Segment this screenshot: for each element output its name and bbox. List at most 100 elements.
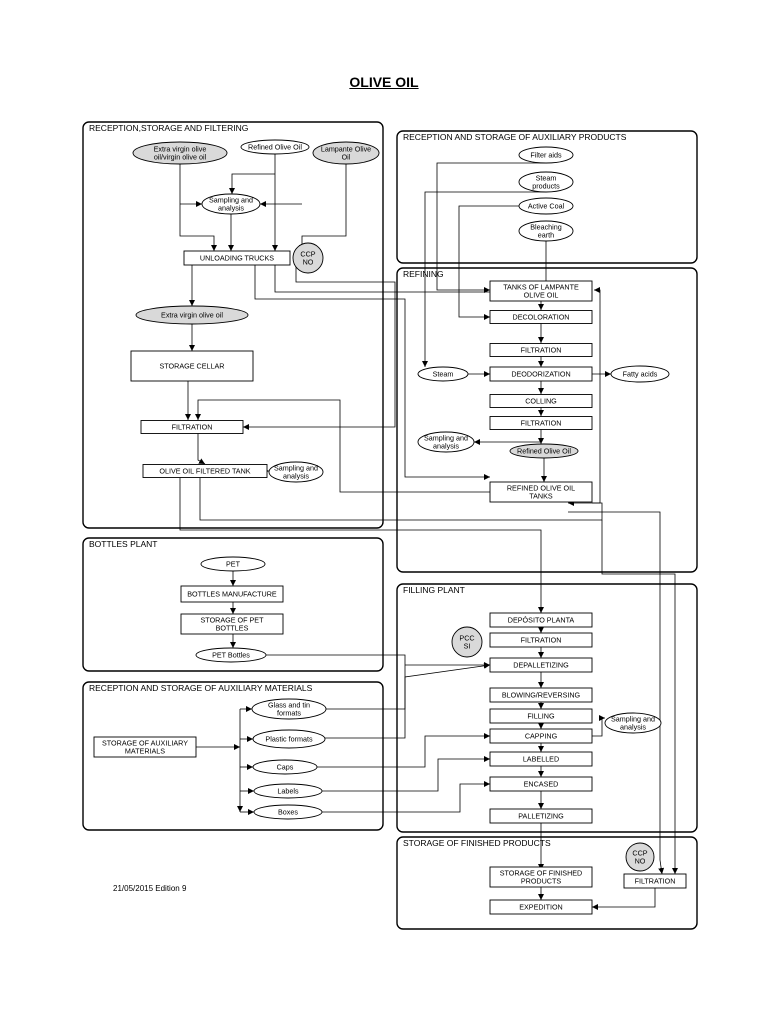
material-ellipse: [132, 141, 228, 165]
node-label: TANKS OF LAMPANTE: [503, 282, 579, 291]
section-label: FILLING PLANT: [403, 585, 465, 595]
node-capping: CAPPING: [489, 728, 593, 744]
connector-arrow: [195, 399, 490, 493]
page-title: OLIVE OIL: [349, 74, 419, 90]
node-label: PCC: [459, 633, 474, 642]
connector-arrow: [592, 287, 601, 504]
node-depalletizing: DEPALLETIZING: [489, 657, 593, 673]
connector-arrow: [592, 888, 656, 910]
node-encased: ENCASED: [489, 776, 593, 792]
section-frame: [82, 537, 384, 672]
section-refining: REFINING: [396, 267, 698, 573]
node-pet: PET: [200, 556, 266, 572]
connector-arrow: [179, 478, 544, 613]
node-filtration-5: FILTRATION: [623, 873, 687, 889]
control-point-badge: [625, 842, 655, 872]
section-label: STORAGE OF FINISHED PRODUCTS: [403, 838, 551, 848]
material-ellipse: [200, 556, 266, 572]
material-ellipse: [518, 171, 574, 193]
node-label: Sampling and: [274, 463, 318, 472]
node-label: ENCASED: [524, 780, 559, 789]
node-caps: Caps: [252, 759, 318, 775]
process-box: [489, 687, 593, 703]
section-label: RECEPTION AND STORAGE OF AUXILIARY PRODU…: [403, 132, 627, 142]
material-ellipse: [417, 431, 475, 453]
node-refined-olive-oil-input: Refined Olive Oil: [240, 139, 310, 155]
node-label: Boxes: [278, 808, 298, 817]
material-ellipse: [201, 193, 261, 215]
section-reception-auxiliary-materials: RECEPTION AND STORAGE OF AUXILIARY MATER…: [82, 681, 384, 831]
node-label: BLOWING/REVERSING: [502, 691, 581, 700]
section-frame: [396, 583, 698, 833]
process-box: [623, 873, 687, 889]
node-label: CCP: [300, 249, 315, 258]
node-label: COLLING: [525, 397, 557, 406]
edition-date: 21/05/2015 Edition 9: [113, 884, 187, 893]
node-label: formats: [277, 709, 301, 718]
node-label: analysis: [433, 442, 459, 451]
process-box: [180, 585, 284, 603]
node-label: FILTRATION: [521, 419, 562, 428]
material-ellipse: [604, 712, 662, 734]
process-box: [489, 481, 593, 503]
process-box: [489, 612, 593, 628]
node-label: Oil: [342, 153, 351, 162]
material-ellipse: [610, 365, 670, 383]
node-expedition: EXPEDITION: [489, 899, 593, 915]
material-ellipse: [135, 305, 249, 325]
node-boxes: Boxes: [253, 804, 323, 820]
node-label: TANKS: [529, 492, 553, 501]
node-label: STORAGE OF FINISHED: [500, 868, 583, 877]
node-decoloration: DECOLORATION: [489, 310, 593, 324]
node-filtration-1: FILTRATION: [140, 420, 244, 434]
section-frame: [396, 836, 698, 930]
material-ellipse: [518, 146, 574, 164]
node-filter-aids: Filter aids: [518, 146, 574, 164]
section-label: RECEPTION AND STORAGE OF AUXILIARY MATER…: [89, 683, 313, 693]
node-label: oil/virgin olive oil: [154, 153, 207, 162]
section-label: REFINING: [403, 269, 444, 279]
connector-arrow: [326, 662, 491, 710]
section-frame: [82, 121, 384, 529]
connector-arrow: [179, 164, 217, 251]
node-deposito-planta: DEPÓSITO PLANTA: [489, 612, 593, 628]
connector-arrow: [458, 205, 546, 320]
node-label: Sampling and: [424, 433, 468, 442]
process-box: [489, 416, 593, 430]
connector-arrow: [436, 162, 546, 293]
node-extra-virgin-oil: Extra virgin olive oil: [135, 305, 249, 325]
node-fatty-acids: Fatty acids: [610, 365, 670, 383]
node-label: Fatty acids: [623, 370, 658, 379]
material-ellipse: [252, 759, 318, 775]
node-label: CCP: [632, 848, 647, 857]
node-label: FILTRATION: [635, 877, 676, 886]
node-label: Steam: [433, 370, 454, 379]
node-label: Extra virgin olive: [154, 144, 207, 153]
node-label: NO: [303, 258, 314, 267]
node-label: Refined Olive Oil: [248, 143, 302, 152]
node-label: STORAGE OF PET: [201, 615, 265, 624]
section-filling-plant: FILLING PLANT: [396, 583, 698, 833]
process-box: [489, 657, 593, 673]
node-label: CAPPING: [525, 732, 558, 741]
node-unloading-trucks: UNLOADING TRUCKS: [183, 250, 291, 266]
node-label: PALLETIZING: [518, 812, 564, 821]
node-palletizing: PALLETIZING: [489, 808, 593, 824]
node-label: PET: [226, 560, 241, 569]
node-label: DEPÓSITO PLANTA: [508, 616, 575, 625]
control-point-badge: [451, 626, 483, 658]
process-box: [93, 736, 197, 758]
material-ellipse: [417, 366, 469, 382]
node-label: DEPALLETIZING: [513, 661, 569, 670]
section-bottles-plant: BOTTLES PLANT: [82, 537, 384, 672]
node-label: STORAGE OF AUXILIARY: [102, 738, 188, 747]
node-filtration-3: FILTRATION: [489, 416, 593, 430]
control-point-badge: [292, 242, 324, 274]
